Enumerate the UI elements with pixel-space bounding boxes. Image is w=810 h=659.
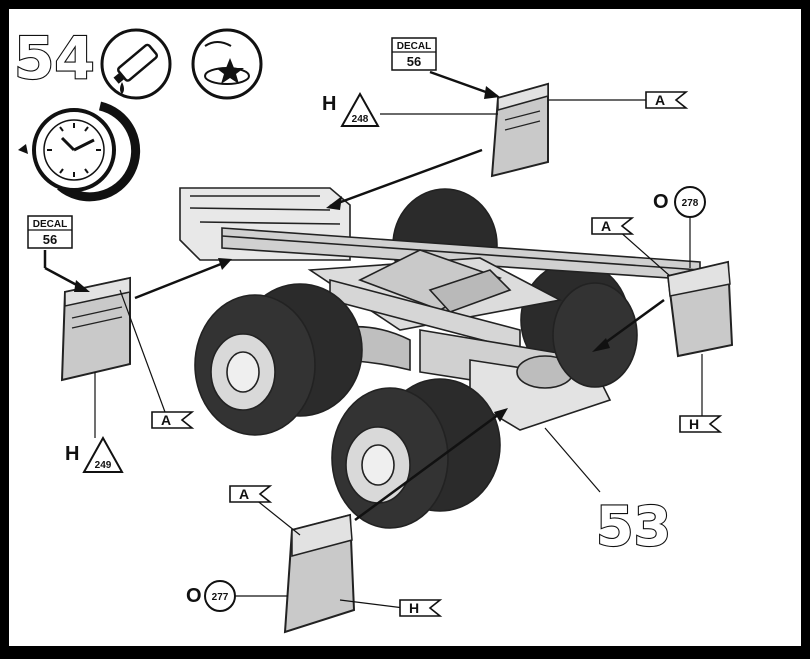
mudflap-bottom	[283, 513, 356, 634]
tag-a-bottom: A	[229, 485, 273, 503]
tag-letter: A	[655, 92, 665, 108]
tag-h-right: H	[679, 415, 723, 433]
tag-letter: A	[161, 412, 171, 428]
arrow-heads	[74, 86, 610, 422]
part-label-h-left: H 249	[65, 435, 124, 473]
mudflap-right	[666, 260, 734, 358]
part-number: 249	[95, 460, 112, 471]
clock-icon	[18, 101, 141, 202]
decal-number: 56	[43, 232, 57, 247]
decal-water-icon	[191, 28, 263, 100]
tag-letter: A	[601, 218, 611, 234]
decal-title: DECAL	[397, 41, 431, 52]
part-label-o-right: O 278	[653, 186, 706, 218]
part-letter: H	[65, 443, 79, 465]
part-letter: O	[186, 585, 202, 607]
mudflap-left	[60, 276, 131, 382]
tag-a-left: A	[151, 411, 195, 429]
step-number: 54	[14, 24, 95, 92]
part-number: 277	[212, 592, 229, 603]
part-letter: O	[653, 191, 669, 213]
part-number: 248	[352, 114, 369, 125]
tag-a-right: A	[591, 217, 635, 235]
decal-number: 56	[407, 54, 421, 69]
tag-h-bottom: H	[399, 599, 443, 617]
part-letter: H	[322, 93, 336, 115]
leader-lines	[94, 99, 703, 609]
tag-letter: H	[409, 600, 419, 616]
part-label-o-bottom: O 277	[186, 580, 236, 612]
callout-step-number: 53	[596, 495, 671, 558]
decal-title: DECAL	[33, 219, 67, 230]
glue-tube-icon	[100, 28, 172, 100]
truck-chassis	[179, 187, 701, 529]
mudflap-top	[490, 82, 549, 178]
tag-letter: H	[689, 416, 699, 432]
assembly-arrows	[43, 70, 665, 522]
decal-box-top: DECAL 56	[391, 37, 437, 71]
part-number: 278	[682, 198, 699, 209]
part-label-h-top: H 248	[322, 91, 380, 127]
tag-letter: A	[239, 486, 249, 502]
tag-a-top: A	[645, 91, 689, 109]
decal-box-left: DECAL 56	[27, 215, 73, 249]
